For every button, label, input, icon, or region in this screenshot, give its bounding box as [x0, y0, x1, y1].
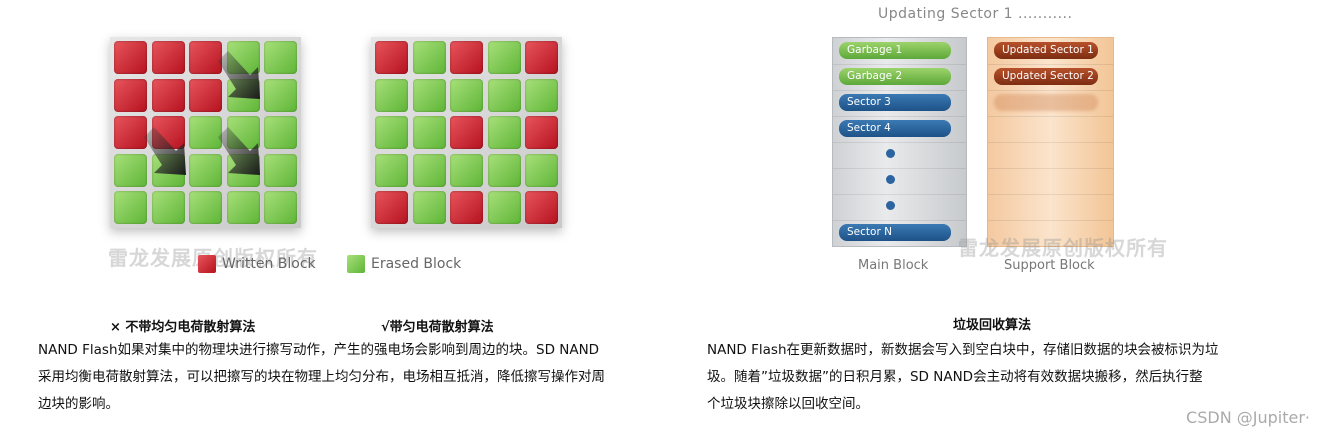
erased-block	[264, 116, 297, 149]
paragraph-right-line: 个垃圾块擦除以回收空间。	[707, 396, 869, 412]
paragraph-left-line: 边块的影响。	[38, 396, 119, 412]
erased-block	[487, 41, 521, 74]
erased-block	[375, 78, 408, 112]
erased-block	[487, 116, 521, 149]
erased-block	[487, 78, 521, 112]
ellipsis-dot	[886, 201, 895, 210]
erased-block	[226, 153, 260, 187]
ellipsis-dot	[886, 149, 895, 158]
erased-block	[151, 153, 185, 187]
erased-block	[189, 153, 222, 187]
main-item: Garbage 1	[839, 42, 951, 59]
written-block	[525, 191, 558, 224]
erased-block	[226, 78, 260, 112]
written-block	[114, 116, 147, 149]
csdn-credit: CSDN @Jupiter·	[1186, 408, 1310, 427]
erased-block	[114, 191, 147, 224]
support-item: Updated Sector 1	[994, 42, 1098, 59]
updating-title: Updating Sector 1 ...........	[878, 6, 1073, 22]
erased-block	[412, 153, 446, 187]
main-block-panel: Garbage 1 Garbage 2 Sector 3 Sector 4 Se…	[832, 37, 967, 247]
paragraph-left: NAND Flash如果对集中的物理块进行擦写动作，产生的强电场会影响到周边的块…	[38, 337, 605, 418]
paragraph-left-line: 采用均衡电荷散射算法，可以把擦写的块在物理上均匀分布，电场相互抵消，降低擦写操作…	[38, 369, 605, 385]
paragraph-right-line: NAND Flash在更新数据时，新数据会写入到空白块中，存储旧数据的块会被标识…	[707, 342, 1219, 358]
paragraph-right-line: 圾。随着”垃圾数据”的日积月累，SD NAND会主动将有效数据块搬移，然后执行整	[707, 369, 1203, 385]
erased-block	[264, 191, 297, 224]
paragraph-left-line: NAND Flash如果对集中的物理块进行擦写动作，产生的强电场会影响到周边的块…	[38, 342, 600, 358]
grid-with-algorithm	[371, 37, 562, 228]
written-swatch	[198, 255, 216, 273]
support-block-panel: Updated Sector 1 Updated Sector 2	[987, 37, 1114, 247]
erased-block	[487, 153, 521, 187]
legend-erased-label: Erased Block	[371, 256, 462, 272]
written-block	[375, 41, 408, 74]
erased-block	[114, 153, 147, 187]
caption-with: √带匀电荷散射算法	[381, 320, 494, 335]
caption-garbage: 垃圾回收算法	[953, 318, 1032, 333]
written-block	[151, 78, 185, 112]
caption-without: × 不带均匀电荷散射算法	[110, 320, 256, 335]
support-block-label: Support Block	[1004, 258, 1095, 273]
written-block	[525, 41, 558, 74]
erased-block	[487, 191, 521, 224]
erased-block	[264, 153, 297, 187]
ellipsis-dot	[886, 175, 895, 184]
main-item: Sector N	[839, 224, 951, 241]
erased-block	[525, 78, 558, 112]
watermark-right: 雷龙发展原创版权所有	[958, 236, 1168, 260]
written-block	[151, 116, 185, 149]
written-block	[450, 116, 483, 149]
erased-block	[412, 191, 446, 224]
written-block	[375, 191, 408, 224]
erased-block	[264, 41, 297, 74]
paragraph-right: NAND Flash在更新数据时，新数据会写入到空白块中，存储旧数据的块会被标识…	[707, 337, 1219, 418]
main-item: Garbage 2	[839, 68, 951, 85]
written-block	[189, 41, 222, 74]
written-block	[114, 78, 147, 112]
erased-block	[412, 116, 446, 149]
erased-block	[189, 191, 222, 224]
erased-block	[375, 153, 408, 187]
grid-without-algorithm	[110, 37, 301, 228]
erased-block	[450, 78, 483, 112]
erased-block	[226, 191, 260, 224]
erased-block	[375, 116, 408, 149]
erased-block	[226, 116, 260, 149]
erased-block	[412, 78, 446, 112]
erased-block	[450, 153, 483, 187]
erased-block	[412, 41, 446, 74]
main-item: Sector 3	[839, 94, 951, 111]
erased-swatch	[347, 255, 365, 273]
written-block	[114, 41, 147, 74]
erased-block	[189, 116, 222, 149]
legend-erased: Erased Block	[347, 255, 461, 273]
erased-block	[264, 78, 297, 112]
main-block-label: Main Block	[858, 258, 929, 273]
erased-block	[525, 153, 558, 187]
written-block	[189, 78, 222, 112]
blurred-item	[994, 94, 1098, 111]
legend-written: Written Block	[198, 255, 316, 273]
erased-block	[226, 41, 260, 74]
main-item: Sector 4	[839, 120, 951, 137]
erased-block	[151, 191, 185, 224]
written-block	[151, 41, 185, 74]
written-block	[525, 116, 558, 149]
legend-written-label: Written Block	[222, 256, 316, 272]
support-item: Updated Sector 2	[994, 68, 1098, 85]
written-block	[450, 41, 483, 74]
written-block	[450, 191, 483, 224]
